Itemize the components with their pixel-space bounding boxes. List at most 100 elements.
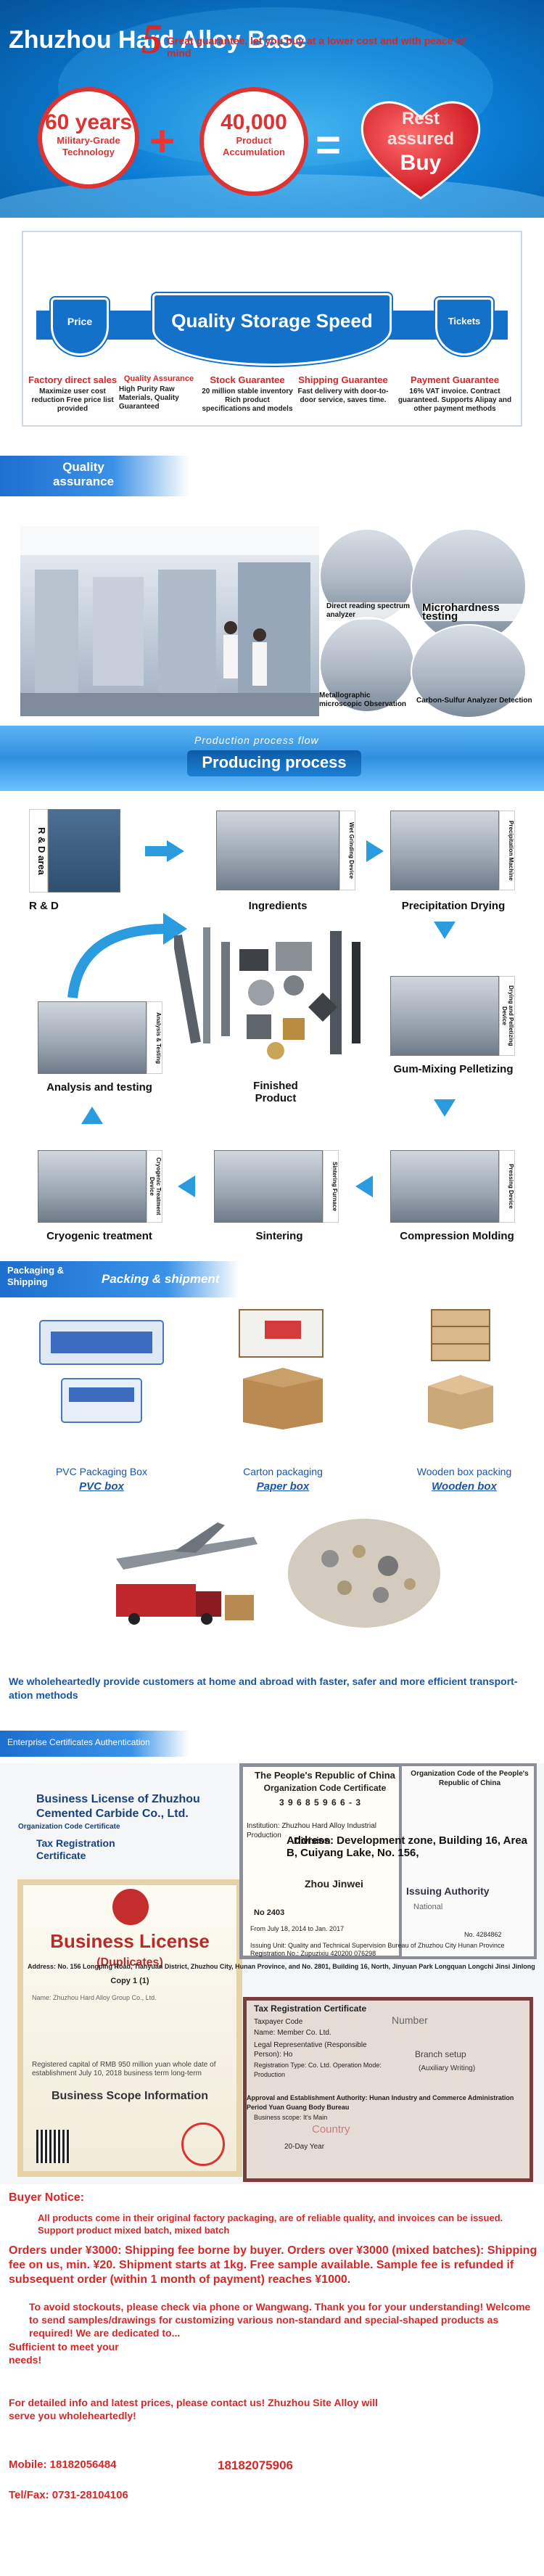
- packing-tab: [0, 1261, 239, 1297]
- red-seal-icon: [181, 2122, 225, 2166]
- guarantee-column: Factory direct sales Maximize user cost …: [26, 374, 119, 414]
- rd-area-label: R & D area: [29, 809, 48, 893]
- heart-line2: Buy: [400, 151, 442, 175]
- mobile-number: Mobile: 18182056484: [9, 2458, 117, 2471]
- trc-day: 20-Day Year: [284, 2143, 325, 2151]
- cryogenic-device-label: Cryogenic Treatment Device: [147, 1150, 162, 1223]
- arrow-right-icon: [167, 840, 184, 862]
- arrow-left-icon: [355, 1176, 373, 1197]
- guarantee-column-desc: 20 million stable inventory Rich product…: [202, 387, 293, 413]
- cryogenic-caption: Cryogenic treatment: [46, 1230, 152, 1242]
- guarantee-number: 5: [141, 15, 162, 62]
- occ-issuing-unit: Issuing Unit: Quality and Technical Supe…: [250, 1942, 505, 1949]
- trc-country: Country: [312, 2123, 350, 2136]
- tel-fax-number: Tel/Fax: 0731-28104106: [9, 2489, 128, 2501]
- ingredients-photo: [216, 811, 339, 890]
- notice-paragraph: Sufficient to meet your needs!: [9, 2341, 119, 2366]
- production-label: Product Accumulation: [223, 135, 285, 157]
- certificates-tab: [0, 1731, 189, 1757]
- pvc-box-image: [39, 1320, 164, 1423]
- organization-code-document: [239, 1763, 406, 1959]
- quality-label: Metallographic microscopic Observation: [319, 692, 407, 708]
- notice-paragraph: Orders under ¥3000: Shipping fee borne b…: [9, 2244, 537, 2286]
- sintering-photo: [214, 1150, 323, 1223]
- occ-division: Division: [294, 1835, 331, 1846]
- hero-title: Zhuzhou Hard Alloy Base: [9, 26, 307, 54]
- rd-photo: [48, 809, 120, 893]
- guarantee-column-title: Stock Guarantee: [210, 374, 285, 385]
- carbide-parts-image: [288, 1519, 440, 1628]
- occ-registration: Registration No.: Zupuzixiu 420200 07629…: [250, 1950, 376, 1957]
- arrow-left-icon: [178, 1176, 195, 1197]
- equals-sign: =: [316, 120, 342, 169]
- guarantee-column-title: Shipping Guarantee: [298, 374, 388, 385]
- occ2-authority: Issuing Authority: [406, 1885, 490, 1897]
- occ2-number: No. 4284862: [464, 1931, 502, 1938]
- gum-mixing-device-label: Drying and Pelletizing Device: [499, 976, 515, 1056]
- finished-products-image: [174, 927, 360, 1059]
- trc-heading: Tax Registration Certificate: [254, 2003, 367, 2014]
- arrow-shaft: [145, 846, 168, 856]
- analysis-caption: Analysis and testing: [46, 1081, 152, 1094]
- carton-box-image: [239, 1309, 323, 1429]
- carton-caption: Carton packaging: [243, 1466, 323, 1477]
- sintering-caption: Sintering: [255, 1230, 303, 1242]
- trc-code: Taxpayer Code: [254, 2018, 303, 2026]
- heart-text: Rest assured Buy: [377, 109, 464, 176]
- occ-subheading: Organization Code Certificate: [263, 1783, 387, 1793]
- business-license-heading: Business License: [50, 1930, 210, 1952]
- analysis-device-label: Analysis & Testing: [147, 1001, 162, 1074]
- rd-caption: R & D: [29, 900, 59, 912]
- years-value: 60 years: [44, 110, 133, 134]
- trc-auxiliary: (Auxiliary Writing): [419, 2064, 476, 2072]
- pvc-sub-caption: PVC box: [79, 1480, 124, 1493]
- wood-caption: Wooden box packing: [416, 1466, 512, 1477]
- quality-assurance-tab: Quality assurance: [0, 456, 189, 496]
- carton-sub-caption: Paper box: [256, 1480, 310, 1493]
- gum-mixing-caption: Gum-Mixing Pelletizing: [393, 1063, 514, 1075]
- buyer-notice-title: Buyer Notice:: [9, 2191, 85, 2204]
- lab-illustration: [20, 526, 319, 716]
- business-license-copy: Copy 1 (1): [110, 1977, 149, 1985]
- trc-number: Number: [392, 2014, 428, 2026]
- mobile-number-2: 18182075906: [218, 2458, 294, 2472]
- trc-name: Name: Member Co. Ltd.: [254, 2029, 331, 2037]
- occ-number: No 2403: [254, 1908, 285, 1917]
- production-badge: 40,000 Product Accumulation: [199, 87, 308, 196]
- ingredients-caption: Ingredients: [248, 900, 308, 912]
- guarantee-column-desc: Maximize user cost reduction Free price …: [31, 387, 114, 413]
- trc-approval: Approval and Establishment Authority: Hu…: [247, 2094, 514, 2111]
- national-emblem-icon: [112, 1889, 149, 1925]
- business-license-name-line: Name: Zhuzhou Hard Alloy Group Co., Ltd.: [32, 1994, 157, 2001]
- guarantee-column-desc: High Purity Raw Materials, Quality Guara…: [119, 385, 179, 411]
- business-license-duplicate: (Duplicates): [96, 1956, 163, 1969]
- tax-registration-document: [243, 1997, 533, 2182]
- organization-code-label: Organization Code Certificate: [18, 1823, 120, 1831]
- gum-mixing-photo: [390, 976, 499, 1056]
- laboratory-photo: [20, 526, 319, 716]
- business-license-title: Business License of Zhuzhou Cemented Car…: [36, 1793, 200, 1820]
- shipping-image: [116, 1522, 257, 1625]
- precipitation-photo: [390, 811, 499, 890]
- notice-paragraph: For detailed info and latest prices, ple…: [9, 2397, 379, 2421]
- occ2-heading: Organization Code of the People's Republ…: [411, 1770, 529, 1787]
- production-value: 40,000: [221, 110, 287, 134]
- occ2-national: National: [413, 1903, 443, 1911]
- cryogenic-photo: [38, 1150, 147, 1223]
- quality-label: Direct reading spectrum analyzer: [326, 602, 413, 620]
- finished-product-caption: Finished Product: [253, 1080, 298, 1104]
- guarantee-column-title: Factory direct sales: [28, 374, 118, 385]
- guarantee-column: Shipping Guarantee Fast delivery with do…: [297, 374, 389, 405]
- trc-registration-type: Registration Type: Co. Ltd. Operation Mo…: [254, 2062, 382, 2078]
- microscope-photo: [319, 617, 415, 713]
- guarantee-column-desc: Fast delivery with door-to-door service,…: [297, 387, 389, 404]
- occ-validity: From July 18, 2014 to Jan. 2017: [250, 1925, 345, 1932]
- compression-device-label: Pressing Device: [499, 1150, 515, 1223]
- precipitation-device-label: Precipitation Machine: [499, 811, 515, 890]
- arrow-down-icon: [434, 1099, 456, 1117]
- compression-photo: [390, 1150, 499, 1223]
- trc-scope: Business scope: It's Main: [254, 2114, 328, 2121]
- occ-heading: The People's Republic of China: [255, 1770, 395, 1781]
- packaging-shipping-label: Packaging & Shipping: [7, 1265, 65, 1287]
- heart-line1: Rest assured: [387, 109, 455, 149]
